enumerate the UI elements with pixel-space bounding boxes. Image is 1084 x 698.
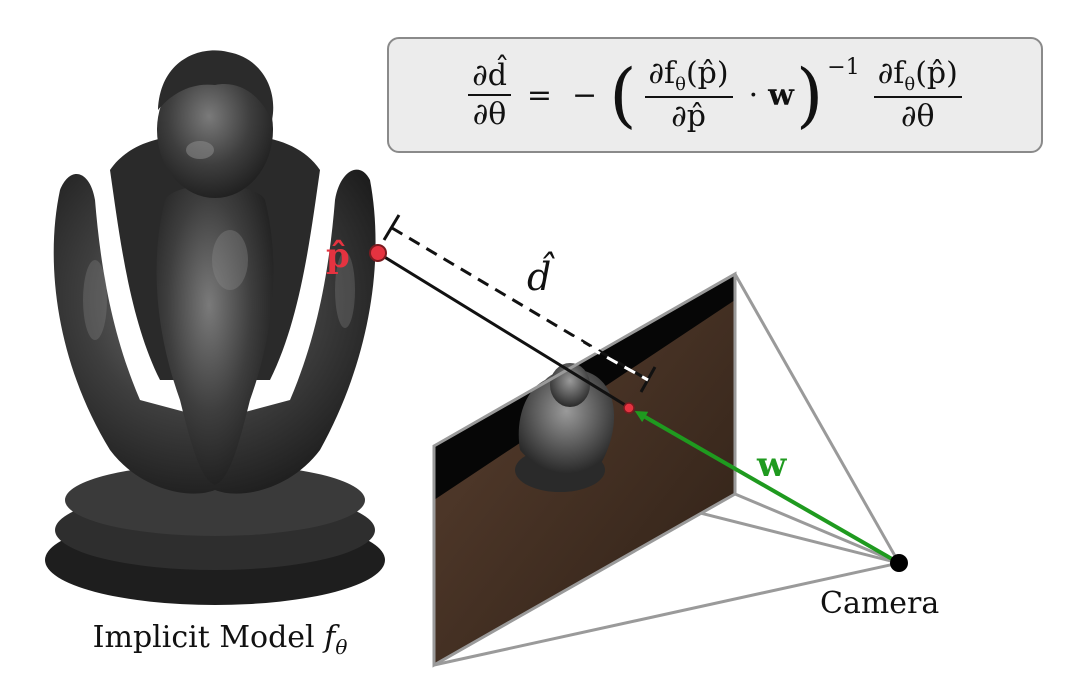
formula: ∂d̂ ∂θ = − ( ∂fθ(p̂) ∂p̂ · w ) −1 ∂fθ(p̂… [389, 39, 1041, 151]
direction-arrow [634, 411, 900, 565]
inner-numerator: ∂fθ(p̂) [644, 57, 733, 99]
inner-fraction: ∂fθ(p̂) ∂p̂ [644, 57, 733, 135]
model-symbol: f [324, 620, 336, 655]
image-point [623, 402, 635, 414]
statue-figure [45, 50, 385, 605]
dot-operator: · [748, 77, 759, 113]
ray-segment [377, 251, 631, 410]
left-paren: ( [609, 54, 637, 136]
rhs-denominator: ∂θ [900, 99, 935, 135]
statue-hands [53, 169, 376, 494]
lhs-numerator: ∂d̂ [468, 59, 511, 96]
surface-point [369, 244, 387, 262]
lhs-fraction: ∂d̂ ∂θ [468, 59, 511, 131]
model-caption-text: Implicit Model [92, 620, 325, 655]
statue-body [156, 185, 274, 485]
equals-sign: = [526, 77, 553, 113]
camera-label: Camera [820, 586, 940, 621]
model-caption: Implicit Model fθ [40, 620, 400, 659]
rhs-numerator: ∂fθ(p̂) [873, 57, 962, 99]
right-paren: ) [795, 54, 824, 136]
minus-sign: − [572, 77, 598, 113]
model-symbol-subscript: θ [335, 635, 348, 659]
distance-label: d̂ [527, 255, 552, 299]
point-label: p̂ [326, 236, 350, 276]
image-statue [518, 369, 615, 474]
formula-w: w [768, 77, 794, 113]
lhs-denominator: ∂θ [472, 97, 507, 132]
statue-base-top [65, 464, 365, 536]
rhs-fraction: ∂fθ(p̂) ∂θ [873, 57, 962, 135]
statue-head [157, 62, 273, 198]
image-plane [432, 271, 737, 668]
distance-dimension [382, 214, 657, 393]
statue-hair [158, 50, 274, 120]
formula-box: ∂d̂ ∂θ = − ( ∂fθ(p̂) ∂p̂ · w ) −1 ∂fθ(p̂… [387, 37, 1043, 153]
inverse-exponent: −1 [827, 54, 860, 80]
camera-point [890, 554, 908, 572]
inner-denominator: ∂p̂ [671, 99, 706, 135]
direction-label: w [757, 445, 787, 485]
